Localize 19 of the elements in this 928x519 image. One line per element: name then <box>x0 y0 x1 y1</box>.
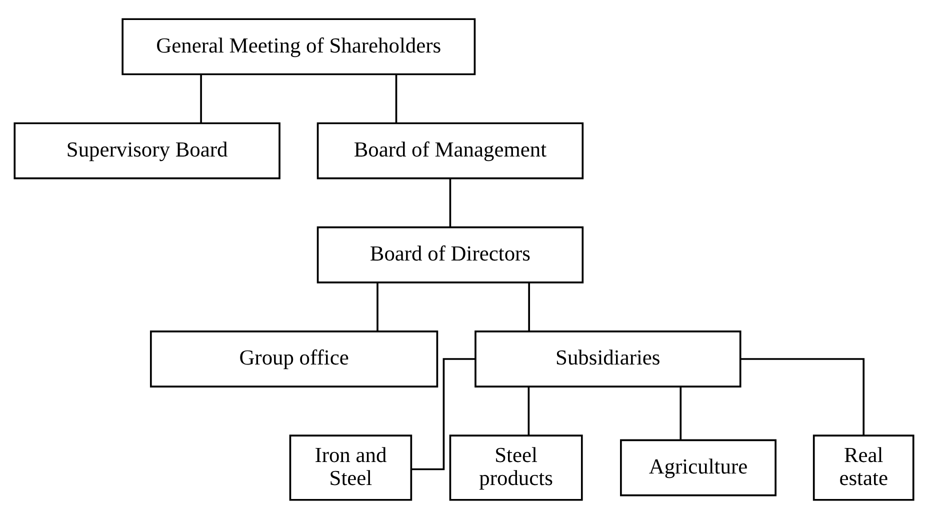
connector <box>449 178 452 227</box>
node-box: Group office <box>150 330 438 388</box>
node-box: Board of Management <box>316 122 584 180</box>
node-box: Supervisory Board <box>14 122 280 180</box>
connector <box>411 358 476 470</box>
connector <box>741 358 865 436</box>
node-box: Subsidiaries <box>474 330 742 388</box>
connector <box>395 74 398 123</box>
node-box: Agriculture <box>620 439 776 496</box>
connector <box>528 387 530 436</box>
connector <box>200 74 202 123</box>
node-box: Steel products <box>449 434 583 501</box>
node-box: Board of Directors <box>316 226 584 284</box>
node-box: General Meeting of Shareholders <box>122 18 476 76</box>
connector <box>528 282 530 332</box>
connector <box>376 282 378 332</box>
connector <box>680 387 682 440</box>
node-box: Real estate <box>812 434 914 501</box>
node-box: Iron and Steel <box>289 434 412 501</box>
